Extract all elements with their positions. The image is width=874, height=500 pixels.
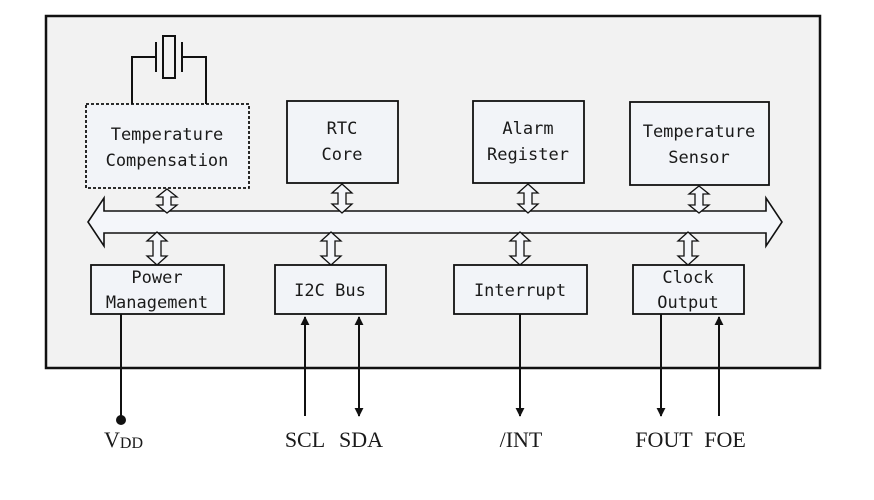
block-interrupt: Interrupt — [453, 264, 588, 315]
block-label: Core — [322, 145, 363, 165]
bus-connector-icon — [330, 183, 354, 214]
vdd-terminal-dot — [116, 415, 126, 425]
block-i2c-bus: I2C Bus — [274, 264, 387, 315]
block-clock-output: Clock Output — [632, 264, 745, 315]
block-label: Temperature — [111, 125, 224, 145]
pin-label-sda: SDA — [339, 427, 383, 452]
block-rtc-core: RTC Core — [286, 100, 399, 184]
pin-label-foe: FOE — [704, 427, 746, 452]
block-temperature-sensor: Temperature Sensor — [629, 101, 770, 186]
block-label: Alarm — [502, 119, 553, 139]
block-label: Interrupt — [474, 281, 566, 301]
bus-connector-icon — [516, 183, 540, 214]
block-label: I2C Bus — [294, 281, 366, 301]
block-label: Register — [487, 145, 569, 165]
block-temperature-compensation: Temperature Compensation — [85, 103, 250, 189]
block-label: RTC — [327, 119, 358, 139]
pin-label-fout: FOUT — [635, 427, 693, 452]
block-label: Temperature — [643, 122, 756, 142]
block-label: Output — [657, 293, 718, 313]
bus-connectors — [145, 183, 711, 266]
bus-connector-icon — [687, 185, 711, 214]
block-label: Power — [131, 268, 182, 288]
internal-bus-arrow — [87, 195, 783, 249]
bus-connector-icon — [155, 188, 179, 214]
crystal-icon — [131, 35, 207, 104]
pin-label-vdd: VDD — [104, 427, 143, 452]
block-power-management: Power Management — [90, 264, 225, 315]
block-label: Compensation — [106, 151, 229, 171]
block-alarm-register: Alarm Register — [472, 100, 585, 184]
block-label: Management — [106, 293, 208, 313]
pin-label-int: /INT — [500, 427, 543, 452]
pin-label-scl: SCL — [285, 427, 325, 452]
block-label: Clock — [662, 268, 713, 288]
block-label: Sensor — [668, 148, 729, 168]
